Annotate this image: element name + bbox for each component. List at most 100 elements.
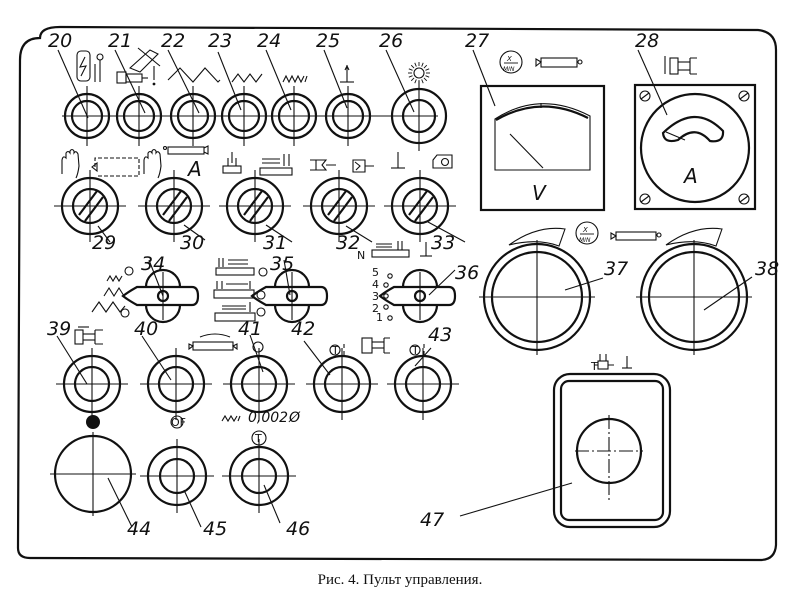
handwheel-unit-47[interactable]: [552, 372, 672, 529]
callout-32: 32: [336, 232, 360, 254]
t-marker-42: T: [331, 344, 339, 357]
feed-rate-x-label: X: [506, 55, 512, 63]
leader-line-30: [183, 224, 206, 241]
selector-handle[interactable]: [250, 285, 329, 307]
callout-28: 28: [635, 30, 659, 52]
selector-36-positions: 5 4 3 2 1: [372, 266, 393, 324]
voltmeter-housing: [479, 84, 606, 212]
leader-line-26: [385, 49, 415, 113]
selector-36[interactable]: [378, 268, 457, 324]
callout-25: 25: [316, 30, 340, 52]
feed-rate-min-label-2: MIN: [579, 237, 591, 244]
ammeter-unit-label: A: [682, 164, 698, 188]
symbol-25-down-arrow-icon: [340, 64, 354, 83]
leader-line-27: [472, 49, 496, 107]
selector-handle[interactable]: [121, 285, 200, 307]
leader-line-31: [265, 224, 293, 243]
callout-46: 46: [286, 518, 310, 540]
callout-30: 30: [180, 232, 204, 254]
push-button-46[interactable]: [222, 439, 296, 513]
symbol-32-clamp-icons: [310, 159, 374, 173]
push-button-26[interactable]: [390, 81, 448, 151]
push-button-41[interactable]: [223, 348, 295, 420]
symbol-29-manual-icon: [61, 148, 140, 179]
voltmeter-unit-label: V: [532, 181, 547, 205]
emergency-indicator-44: [86, 415, 100, 429]
voltmeter-27: V: [479, 84, 606, 212]
switch-29-slot-b: [84, 196, 104, 222]
callout-22: 22: [161, 30, 185, 52]
push-button-24[interactable]: [270, 86, 318, 146]
callout-41: 41: [238, 318, 262, 340]
emergency-stop-44[interactable]: [50, 432, 136, 516]
push-button-43[interactable]: [387, 348, 459, 420]
push-button-39[interactable]: [56, 348, 128, 420]
position-5: 5: [372, 266, 379, 279]
voltmeter-scale-window: [494, 103, 591, 171]
push-button-25[interactable]: [324, 86, 372, 146]
symbol-45-of-marker: OF: [170, 415, 186, 429]
symbol-33-icons: [391, 152, 453, 169]
push-button-40[interactable]: [140, 348, 212, 420]
figure-caption: Рис. 4. Пульт управления.: [317, 572, 483, 588]
leader-line-28: [637, 49, 668, 116]
symbol-31-table-feed-icon: [222, 152, 293, 176]
push-button-42[interactable]: [306, 348, 378, 420]
leader-line-46: [263, 484, 281, 524]
symbol-26-lamp-icon: [408, 62, 430, 84]
callout-36: 36: [455, 262, 479, 284]
callout-45: 45: [203, 518, 227, 540]
push-button-45[interactable]: [140, 439, 214, 513]
callout-34: 34: [141, 253, 165, 275]
symbol-30-manual-auto-icon: A: [143, 145, 209, 181]
rotary-switch-33[interactable]: [384, 170, 456, 242]
selector-handle[interactable]: [378, 285, 457, 307]
switch-32-slot-b: [333, 196, 353, 222]
selector-34[interactable]: [121, 268, 200, 324]
callout-38: 38: [755, 258, 779, 280]
symbol-34-zigzag-set: [91, 266, 134, 318]
switch-31-slot-a: [243, 190, 263, 216]
position-2: 2: [372, 302, 379, 315]
leader-line-36: [428, 269, 456, 296]
leader-line-44: [107, 477, 133, 528]
rotary-switch-30[interactable]: [138, 170, 210, 242]
symbol-24-fine-zigzag-icon: [282, 74, 308, 84]
leader-line-33: [427, 221, 466, 243]
rotary-switch-32[interactable]: [303, 170, 375, 242]
push-button-22[interactable]: [169, 86, 217, 146]
callout-23: 23: [208, 30, 232, 52]
symbol-42-43-icons: T T: [329, 337, 425, 357]
callout-33: 33: [431, 232, 455, 254]
push-button-23[interactable]: [220, 86, 268, 146]
ammeter-28-symbol: [664, 56, 697, 75]
push-button-21[interactable]: [115, 86, 163, 146]
leader-line-20: [57, 49, 89, 119]
speed-dial-38[interactable]: [636, 227, 752, 355]
callout-24: 24: [257, 30, 281, 52]
leader-line-25: [323, 49, 348, 109]
t-marker-46: T: [254, 432, 262, 445]
speed-dial-37[interactable]: [479, 227, 595, 355]
switch-33-slot-b: [414, 196, 434, 222]
callout-29: 29: [92, 232, 116, 254]
selector-35[interactable]: [250, 268, 329, 324]
rotary-switch-row: [54, 170, 456, 242]
dial-37-pointer-segment: [508, 227, 566, 247]
mount-screw: [738, 193, 750, 205]
callout-35: 35: [270, 253, 294, 275]
button-row-top: [62, 81, 448, 151]
rotary-switch-29[interactable]: [54, 170, 126, 242]
diameter-symbol: Ø: [288, 410, 301, 426]
switch-30-auto-label: A: [186, 157, 202, 181]
leader-line-37: [564, 277, 604, 291]
switch-33-slot-a: [408, 190, 428, 216]
symbol-39-clamp-icon: [74, 326, 103, 345]
symbol-20-cabinet-icon: [76, 50, 104, 82]
leader-line-38: [703, 276, 753, 311]
panel-outline: [16, 25, 778, 562]
callout-43: 43: [428, 324, 452, 346]
callout-20: 20: [48, 30, 72, 52]
rotary-switch-31[interactable]: [219, 170, 291, 242]
